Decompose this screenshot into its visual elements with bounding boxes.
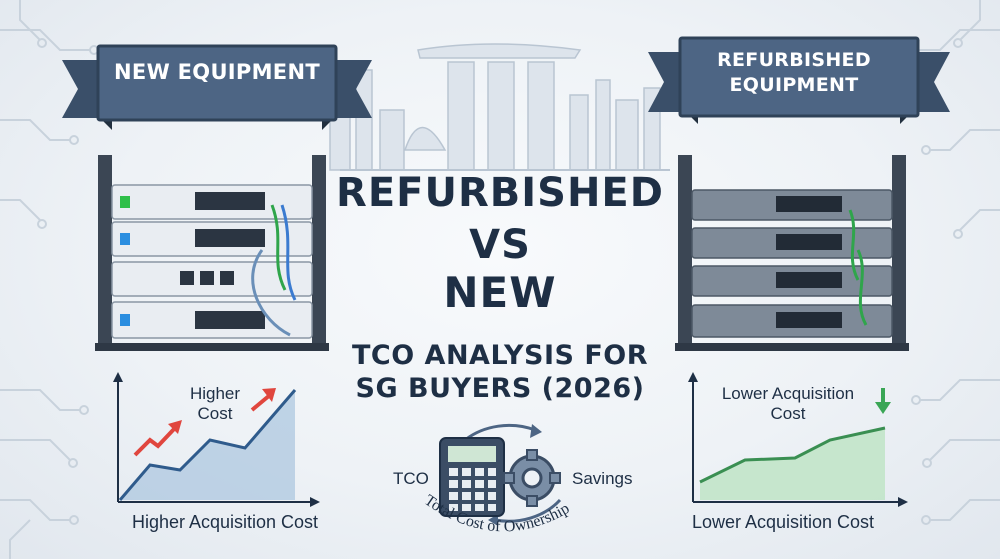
left-cost-chart (113, 372, 320, 507)
gear-icon (503, 449, 561, 507)
left-chart-note-line1: Higher (189, 384, 241, 403)
right-chart-note-line1: Lower Acquisition (721, 384, 855, 403)
circuit-pattern-right (901, 0, 1000, 525)
page-title-line2: VS (469, 222, 531, 268)
switch-unit (691, 189, 893, 221)
switch-unit (691, 265, 893, 297)
right-chart-note: Lower Acquisition Cost (698, 384, 878, 424)
left-chart-note: Higher Cost (170, 384, 260, 424)
page-subtitle-line1: TCO ANALYSIS FOR (351, 340, 649, 371)
server-rack-new (95, 155, 329, 351)
cycle-arrows-icon (464, 423, 562, 526)
left-chart-note-line2: Cost (197, 404, 233, 423)
red-up-arrow-icon (133, 420, 182, 457)
ribbon-new-equipment (62, 44, 372, 130)
right-chart-note-line2: Cost (770, 404, 806, 423)
ribbon-refurbished-equipment-label: REFURBISHED EQUIPMENT (690, 48, 898, 98)
switch-unit (691, 227, 893, 259)
ribbon-refurbished-equipment (648, 36, 950, 124)
switch-unit (111, 184, 313, 220)
switch-unit (111, 301, 313, 339)
ribbon-new-equipment-label: NEW EQUIPMENT (114, 60, 320, 84)
green-down-arrow-icon (875, 388, 891, 414)
right-cost-chart (688, 372, 908, 507)
switch-unit (111, 221, 313, 257)
page-subtitle-line2: SG BUYERS (2026) (355, 373, 645, 404)
tco-diagram (439, 423, 562, 526)
tco-label: TCO (393, 469, 429, 488)
circuit-pattern-left (0, 0, 99, 559)
singapore-skyline (329, 43, 670, 171)
ribbon-refurbished-line1: REFURBISHED (717, 49, 871, 71)
switch-unit (111, 261, 313, 297)
switch-unit (691, 304, 893, 338)
left-chart-caption: Higher Acquisition Cost (131, 512, 319, 532)
red-up-arrow-icon (250, 388, 276, 412)
right-chart-caption: Lower Acquisition Cost (691, 512, 875, 532)
savings-label: Savings (572, 469, 633, 488)
calculator-icon (439, 437, 505, 517)
server-rack-refurbished (675, 155, 909, 351)
page-title-line1: REFURBISHED (336, 170, 664, 216)
ribbon-refurbished-line2: EQUIPMENT (729, 74, 859, 96)
page-title-line3: NEW (443, 268, 557, 317)
